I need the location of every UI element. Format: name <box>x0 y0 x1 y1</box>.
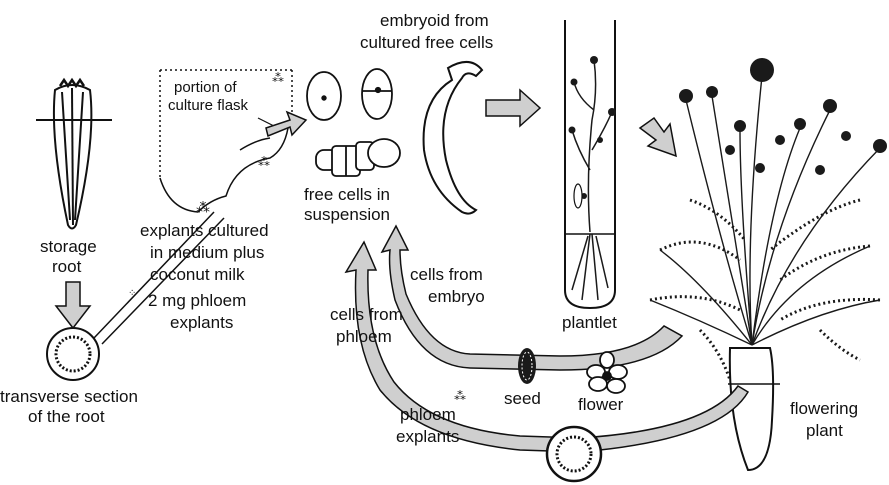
flask-explant-dots-icon-3: ⁂ <box>272 71 284 85</box>
flower-label: flower <box>578 395 624 414</box>
portion-flask-label-2: culture flask <box>168 97 249 114</box>
explants-cultured-label-1: explants cultured <box>140 221 269 240</box>
cells-from-phloem-label-1: cells from <box>330 305 403 324</box>
down-arrow-icon <box>56 282 90 328</box>
cells-from-phloem-label-2: phloem <box>336 327 392 346</box>
explants-cultured-label-3: coconut milk <box>150 265 245 284</box>
free-cells-label-2: suspension <box>304 205 390 224</box>
right-arrow-icon-2 <box>486 90 540 126</box>
flask-explant-dots-icon-2: ⁂ <box>258 155 270 169</box>
free-cells-drawing <box>307 69 400 176</box>
cells-from-embryo-label-2: embryo <box>428 287 485 306</box>
phloem-explants-bottom-label-2: explants <box>396 427 459 446</box>
flask-explant-dots-icon: ⁂ <box>196 199 210 215</box>
phloem-explant-dots-icon: ⁂ <box>454 389 466 403</box>
transverse-section-label-2: of the root <box>28 407 105 426</box>
storage-root-label-1: storage <box>40 237 97 256</box>
phloem-dots-icon: ⁘ <box>128 288 136 299</box>
flowering-plant-label-2: plant <box>806 421 843 440</box>
seed-label: seed <box>504 389 541 408</box>
root-slice-icon <box>547 427 601 481</box>
diagonal-arrow-icon <box>640 118 676 156</box>
phloem-explants-bottom-label-1: phloem <box>400 405 456 424</box>
flowering-plant-label-1: flowering <box>790 399 858 418</box>
explants-cultured-label-2: in medium plus <box>150 243 264 262</box>
embryoid-label-2: cultured free cells <box>360 33 493 52</box>
phloem-explants-top-label-1: 2 mg phloem <box>148 291 246 310</box>
free-cells-label-1: free cells in <box>304 185 390 204</box>
phloem-explants-top-label-2: explants <box>170 313 233 332</box>
plantlet-tube <box>565 20 616 308</box>
transverse-section-drawing <box>47 328 99 380</box>
embryoid-drawing <box>424 62 482 214</box>
embryoid-label-1: embryoid from <box>380 11 489 30</box>
storage-root-label-2: root <box>52 257 82 276</box>
portion-flask-label-1: portion of <box>174 79 237 96</box>
storage-root-drawing <box>36 80 112 229</box>
plantlet-label: plantlet <box>562 313 617 332</box>
transverse-section-label-1: transverse section <box>0 387 138 406</box>
cells-from-embryo-label-1: cells from <box>410 265 483 284</box>
embryo-return-arrow <box>382 226 682 370</box>
seed-icon <box>518 348 536 384</box>
right-arrow-icon <box>266 112 306 136</box>
